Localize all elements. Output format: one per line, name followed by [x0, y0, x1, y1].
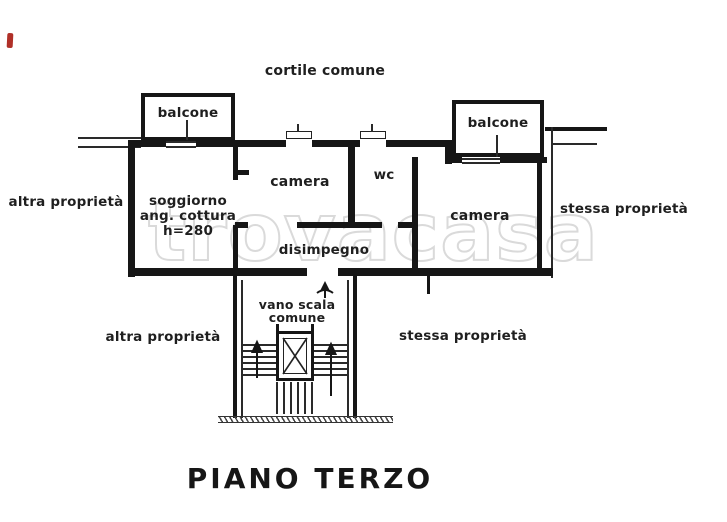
wall-segment	[348, 147, 355, 228]
label-vano-scala-line1: vano scala	[258, 297, 336, 312]
wall-segment	[427, 276, 430, 294]
label-balcone-right: balcone	[467, 115, 529, 131]
wall-segment	[537, 157, 542, 270]
label-vano-scala-line2: comune	[268, 310, 326, 325]
label-camera-left: camera	[270, 174, 330, 190]
wall-segment	[233, 170, 249, 175]
wall-segment	[290, 382, 292, 414]
wall-segment	[233, 147, 238, 180]
wall-segment	[166, 146, 196, 148]
wall-segment	[297, 222, 382, 228]
wall-segment	[196, 140, 286, 147]
wall-segment	[243, 362, 276, 364]
label-balcone-left: balcone	[157, 105, 219, 121]
wall-segment	[78, 146, 141, 148]
wall-segment	[166, 141, 196, 143]
window-symbol	[286, 131, 312, 139]
wall-segment	[312, 140, 360, 147]
label-disimpegno: disimpegno	[278, 242, 370, 258]
label-soggiorno-line1: soggiorno	[149, 193, 227, 209]
wall-segment	[304, 382, 306, 414]
wall-segment	[338, 268, 553, 276]
wall-segment	[128, 268, 307, 276]
wall-segment	[445, 140, 452, 164]
wall-segment	[243, 368, 276, 370]
wall-segment	[500, 157, 547, 163]
wall-segment	[128, 140, 135, 277]
wall-segment	[241, 280, 243, 418]
wall-segment	[462, 162, 500, 164]
label-stessa-proprieta-lower: stessa proprietà	[399, 328, 527, 344]
wall-segment	[412, 157, 418, 270]
label-camera-right: camera	[450, 208, 510, 224]
wall-segment	[78, 137, 141, 139]
wall-segment	[314, 344, 347, 346]
wall-segment	[297, 124, 299, 132]
label-altra-proprieta-lower: altra proprietà	[105, 329, 221, 345]
label-stessa-proprieta-upper: stessa proprietà	[560, 201, 688, 217]
north-arrow-icon	[316, 281, 334, 298]
wall-segment	[243, 350, 276, 352]
wall-segment	[276, 324, 279, 332]
label-soggiorno: soggiorno ang. cottura h=280	[133, 194, 243, 239]
wall-segment	[314, 374, 347, 376]
label-vano-scala: vano scala comune	[247, 298, 347, 324]
watermark-text: trovacasa	[147, 185, 599, 280]
wall-segment	[233, 225, 238, 273]
wall-segment	[243, 344, 276, 346]
hatched-boundary-line	[218, 416, 393, 423]
wall-segment	[311, 382, 313, 414]
label-soggiorno-line2: ang. cottura	[139, 208, 237, 224]
window-symbol	[360, 131, 386, 139]
wall-segment	[496, 135, 498, 157]
label-wc: wc	[373, 167, 395, 183]
wall-segment	[297, 382, 299, 414]
wall-segment	[314, 362, 347, 364]
label-altra-proprieta-upper: altra proprietà	[8, 194, 124, 210]
wall-segment	[553, 143, 597, 145]
wall-segment	[235, 222, 248, 228]
wall-segment	[452, 157, 462, 163]
wall-segment	[243, 374, 276, 376]
wall-segment	[314, 368, 347, 370]
wall-segment	[462, 158, 500, 160]
wall-segment	[353, 276, 357, 418]
wall-segment	[398, 222, 417, 228]
wall-segment	[186, 120, 188, 140]
wall-segment	[545, 127, 607, 131]
wall-segment	[371, 124, 373, 132]
wall-segment	[551, 127, 553, 278]
red-scan-mark	[6, 32, 14, 49]
wall-segment	[347, 280, 349, 418]
balcony-left-outline	[141, 93, 235, 141]
wall-segment	[276, 382, 278, 414]
label-soggiorno-line3: h=280	[162, 223, 214, 239]
wall-segment	[233, 276, 237, 418]
wall-segment	[283, 382, 285, 414]
wall-segment	[243, 356, 276, 358]
plan-title: PIANO TERZO	[186, 462, 434, 495]
stair-up-arrow-left-icon	[250, 339, 264, 378]
wall-segment	[314, 350, 347, 352]
wall-segment	[311, 324, 314, 332]
wall-segment	[386, 140, 445, 147]
elevator-shaft-inner	[283, 338, 307, 374]
wall-segment	[128, 140, 166, 147]
wall-segment	[314, 356, 347, 358]
balcony-right-outline	[452, 100, 544, 157]
label-cortile-comune: cortile comune	[264, 63, 386, 79]
elevator-shaft	[276, 331, 314, 381]
